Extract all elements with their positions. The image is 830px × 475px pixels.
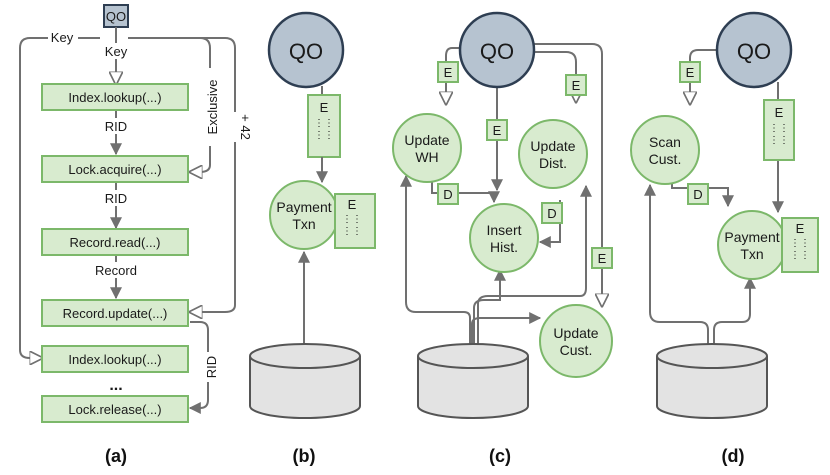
edge-label-key-top: Key — [105, 44, 128, 59]
edge-label-plus-42: + 42 — [238, 114, 253, 140]
e-box-3-label: E — [572, 78, 581, 93]
d-box-2-label: D — [547, 206, 556, 221]
database-cylinder — [249, 343, 361, 419]
op-index-lookup-2-label: Index.lookup(...) — [68, 352, 161, 367]
e-box-2-label: E — [493, 123, 502, 138]
database-cylinder — [656, 343, 768, 419]
qo-node — [267, 11, 345, 89]
d-box-1 — [437, 183, 459, 205]
e-box-1-label: E — [686, 65, 695, 80]
svg-text:⋮⋮: ⋮⋮ — [342, 214, 362, 225]
edge-label-exclusive: Exclusive — [205, 80, 220, 135]
payment-txn-label-1: Payment — [724, 229, 779, 245]
payment-txn-label-1: Payment — [276, 199, 331, 215]
qo-label: QO — [737, 39, 771, 64]
op-lock-release — [41, 395, 189, 423]
d-box-2 — [541, 202, 563, 224]
e-queue-box — [307, 94, 341, 158]
e-box-4-label: E — [598, 251, 607, 266]
e-queue-box — [763, 99, 795, 161]
e-queue-label: E — [775, 105, 784, 120]
scan-cust-node — [630, 115, 700, 185]
insert-hist-label-2: Hist. — [490, 239, 518, 255]
caption-b: (b) — [293, 446, 316, 466]
panel-a: QO Index.lookup(...) Lock.acquire(...) R… — [19, 4, 253, 466]
caption-c: (c) — [489, 446, 511, 466]
caption-a: (a) — [105, 446, 127, 466]
d-box-1-label: D — [443, 187, 452, 202]
database-cylinder — [417, 343, 529, 419]
op-record-read-label: Record.read(...) — [69, 235, 160, 250]
e-box-4 — [591, 247, 613, 269]
update-wh-node — [392, 113, 462, 183]
payment-txn-label-2: Txn — [740, 246, 763, 262]
edge-label-rid-1: RID — [105, 119, 127, 134]
qo-label: QO — [289, 39, 323, 64]
scan-cust-label-1: Scan — [649, 134, 681, 150]
e-queue-label: E — [320, 100, 329, 115]
update-wh-label-1: Update — [404, 132, 449, 148]
payment-txn-node — [717, 210, 787, 280]
svg-text:⋮⋮: ⋮⋮ — [790, 238, 810, 249]
qo-node — [458, 11, 536, 89]
qo-node — [715, 11, 793, 89]
op-record-read — [41, 228, 189, 256]
op-lock-acquire-label: Lock.acquire(...) — [68, 162, 161, 177]
payment-txn-node — [269, 180, 339, 250]
d-box-label: D — [693, 187, 702, 202]
op-index-lookup-1-label: Index.lookup(...) — [68, 90, 161, 105]
panel-c: QO E E E E Update WH Update Dist. Insert… — [392, 11, 613, 466]
edge-label-rid-right: RID — [204, 356, 219, 378]
update-cust-node — [539, 304, 613, 378]
caption-d: (d) — [722, 446, 745, 466]
panel-d: QO E E ⋮⋮ ⋮⋮ Scan Cust. D Payment Txn E … — [630, 11, 819, 466]
edge-label-record: Record — [95, 263, 137, 278]
side-e-box — [781, 217, 819, 273]
op-index-lookup-1 — [41, 83, 189, 111]
update-cust-label-1: Update — [553, 325, 598, 341]
op-lock-release-label: Lock.release(...) — [68, 402, 161, 417]
insert-hist-label-1: Insert — [486, 222, 521, 238]
svg-text:⋮⋮: ⋮⋮ — [769, 123, 789, 134]
svg-text:⋮⋮: ⋮⋮ — [769, 135, 789, 146]
insert-hist-node — [469, 203, 539, 273]
svg-text:⋮⋮: ⋮⋮ — [342, 226, 362, 237]
update-cust-label-2: Cust. — [560, 342, 593, 358]
op-lock-acquire — [41, 155, 189, 183]
op-record-update — [41, 299, 189, 327]
op-record-update-label: Record.update(...) — [63, 306, 168, 321]
e-box-3 — [565, 74, 587, 96]
e-box-1-label: E — [444, 65, 453, 80]
d-box — [687, 183, 709, 205]
edge-label-key-left: Key — [51, 30, 74, 45]
svg-text:⋮⋮: ⋮⋮ — [314, 118, 334, 129]
e-box-1 — [437, 61, 459, 83]
op-index-lookup-2 — [41, 345, 189, 373]
payment-txn-label-2: Txn — [292, 216, 315, 232]
side-e-box — [334, 193, 376, 249]
svg-text:⋮⋮: ⋮⋮ — [790, 250, 810, 261]
update-wh-label-2: WH — [415, 149, 438, 165]
update-dist-label-1: Update — [530, 138, 575, 154]
e-box-2 — [486, 119, 508, 141]
scan-cust-label-2: Cust. — [649, 151, 682, 167]
edge-label-rid-2: RID — [105, 191, 127, 206]
qo-label: QO — [480, 39, 514, 64]
update-dist-label-2: Dist. — [539, 155, 567, 171]
ellipsis: ... — [109, 377, 122, 394]
qo-label: QO — [106, 9, 126, 24]
update-dist-node — [518, 119, 588, 189]
side-e-label: E — [348, 197, 357, 212]
side-e-label: E — [796, 221, 805, 236]
e-box-1 — [679, 61, 701, 83]
panel-b: QO E ⋮⋮ ⋮⋮ Payment Txn E ⋮⋮ ⋮⋮ (b) — [249, 11, 376, 466]
svg-text:⋮⋮: ⋮⋮ — [314, 130, 334, 141]
